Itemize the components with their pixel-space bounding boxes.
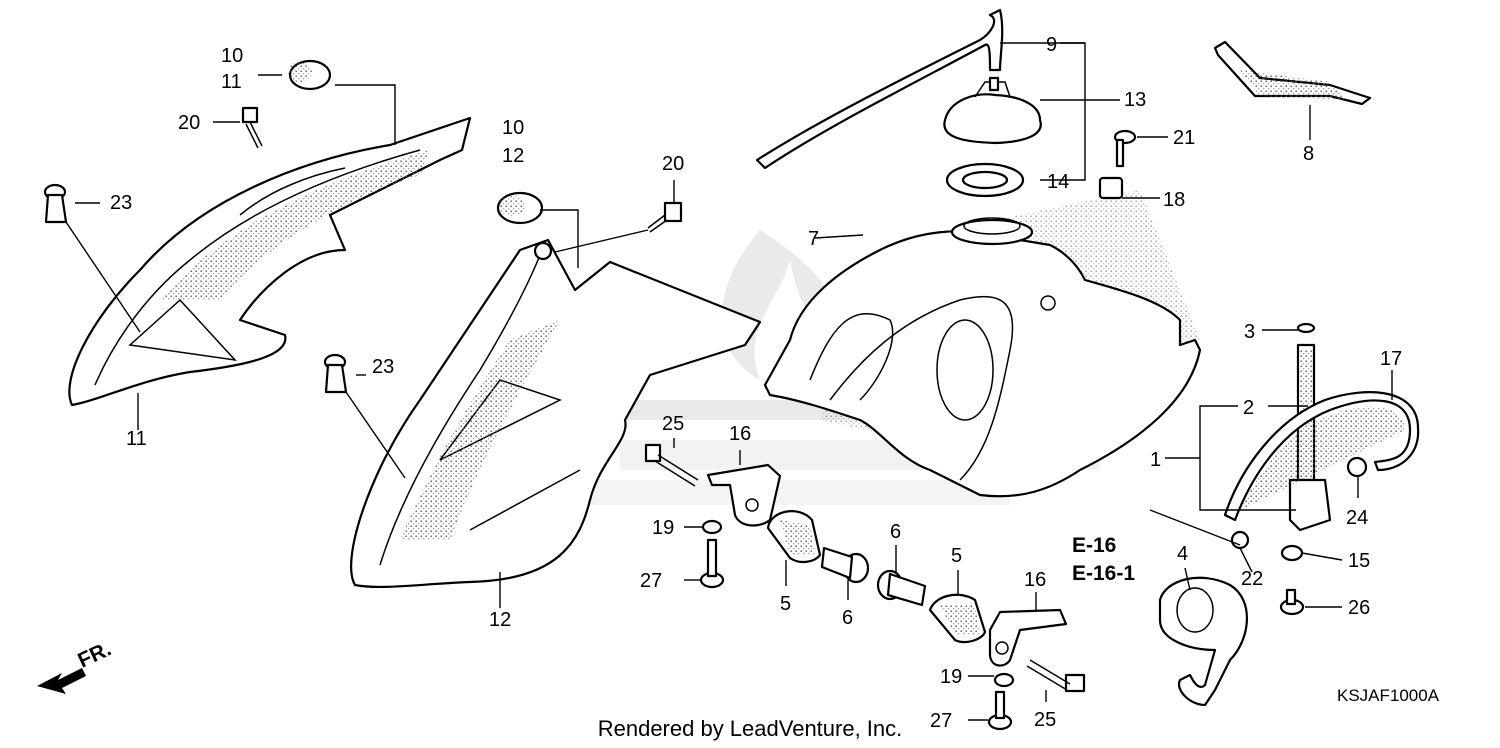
nut-part-15[interactable] <box>1280 544 1304 562</box>
grommet-part-10-upper[interactable] <box>288 59 332 91</box>
o-ring-part-3[interactable] <box>1296 322 1316 334</box>
washer-part-19-upper[interactable] <box>701 519 723 535</box>
collar-part-6-upper[interactable] <box>820 546 870 584</box>
bolt-part-25-upper[interactable] <box>644 443 699 487</box>
cushion-part-5-lower[interactable] <box>928 593 987 644</box>
callout-7: 7 <box>808 228 819 250</box>
callout-4: 4 <box>1177 543 1188 565</box>
bracket-part-16-lower[interactable] <box>988 608 1068 667</box>
callout-19: 19 <box>652 517 674 539</box>
callout-20: 20 <box>178 112 200 134</box>
cover-part-4[interactable] <box>1158 576 1248 707</box>
callout-5: 5 <box>951 545 962 567</box>
callout-13: 13 <box>1124 89 1146 111</box>
bolt-part-26[interactable] <box>1279 588 1305 616</box>
packing-part-14[interactable] <box>945 162 1025 198</box>
clip-part-22[interactable] <box>1230 530 1250 550</box>
callout-8: 8 <box>1303 143 1314 165</box>
callout-16: 16 <box>729 423 751 445</box>
callout-15: 15 <box>1348 550 1370 572</box>
breather-hose-part-9[interactable] <box>755 8 1004 170</box>
grommet-part-10-lower[interactable] <box>496 191 544 225</box>
callout-10: 10 <box>502 117 524 139</box>
callout-24: 24 <box>1346 507 1368 529</box>
collar-part-18[interactable] <box>1098 176 1124 200</box>
fuel-cap-part-13[interactable] <box>943 76 1042 145</box>
footer-credit: Rendered by LeadVenture, Inc. <box>597 716 903 741</box>
collar-part-6-lower[interactable] <box>876 569 927 607</box>
washer-part-19-lower[interactable] <box>993 672 1015 688</box>
trim-clip-part-23-upper[interactable] <box>43 183 68 224</box>
bolt-part-27-upper[interactable] <box>699 538 725 589</box>
callout-17: 17 <box>1380 348 1402 370</box>
front-label: FR. <box>74 637 114 672</box>
callout-12: 12 <box>489 609 511 631</box>
callout-22: 22 <box>1241 568 1263 590</box>
drawing-code: KSJAF1000A <box>1337 686 1440 705</box>
fuel-hose-part-17[interactable] <box>1223 391 1420 522</box>
callout-6: 6 <box>842 607 853 629</box>
callout-26: 26 <box>1348 597 1370 619</box>
callout-23: 23 <box>110 192 132 214</box>
callout-5: 5 <box>780 593 791 615</box>
reference-e16-1: E-16-1 <box>1072 562 1135 585</box>
leader-lines <box>65 42 1393 721</box>
fuel-tank-part-7[interactable] <box>763 190 1202 498</box>
callout-21: 21 <box>1173 127 1195 149</box>
callout-19: 19 <box>940 666 962 688</box>
bolt-part-27-lower[interactable] <box>987 690 1013 731</box>
callout-1: 1 <box>1150 449 1161 471</box>
shroud-right-part-12[interactable] <box>350 238 762 589</box>
reference-e16: E-16 <box>1072 534 1116 557</box>
bolt-part-20-lower[interactable] <box>647 201 683 233</box>
bolt-part-20-upper[interactable] <box>241 106 263 149</box>
bolt-part-25-lower[interactable] <box>1026 659 1086 693</box>
callout-23: 23 <box>372 356 394 378</box>
callout-25: 25 <box>662 413 684 435</box>
callout-27: 27 <box>930 710 952 732</box>
callout-6: 6 <box>890 521 901 543</box>
callout-11: 11 <box>221 71 242 93</box>
front-arrow-icon: FR. <box>37 637 115 694</box>
callout-27: 27 <box>640 570 662 592</box>
screw-part-21[interactable] <box>1113 129 1137 168</box>
bracket-part-16-upper[interactable] <box>706 463 782 527</box>
callout-9: 9 <box>1046 34 1057 56</box>
trim-clip-part-23-lower[interactable] <box>323 353 348 394</box>
cushion-part-5-upper[interactable] <box>766 510 822 564</box>
callout-12: 12 <box>502 145 524 167</box>
callout-11: 11 <box>126 428 147 450</box>
clip-part-24[interactable] <box>1346 456 1368 478</box>
callout-10: 10 <box>221 45 243 67</box>
callout-3: 3 <box>1244 321 1255 343</box>
bracket-part-8[interactable] <box>1213 40 1372 106</box>
callout-16: 16 <box>1024 569 1046 591</box>
shroud-left-part-11[interactable] <box>68 116 472 407</box>
callout-labels: 10 11 20 23 11 10 12 20 23 12 9 13 14 21… <box>110 34 1402 732</box>
callout-2: 2 <box>1243 397 1254 419</box>
callout-25: 25 <box>1034 709 1056 731</box>
callout-14: 14 <box>1047 171 1069 193</box>
callout-18: 18 <box>1163 189 1185 211</box>
callout-20: 20 <box>662 153 684 175</box>
